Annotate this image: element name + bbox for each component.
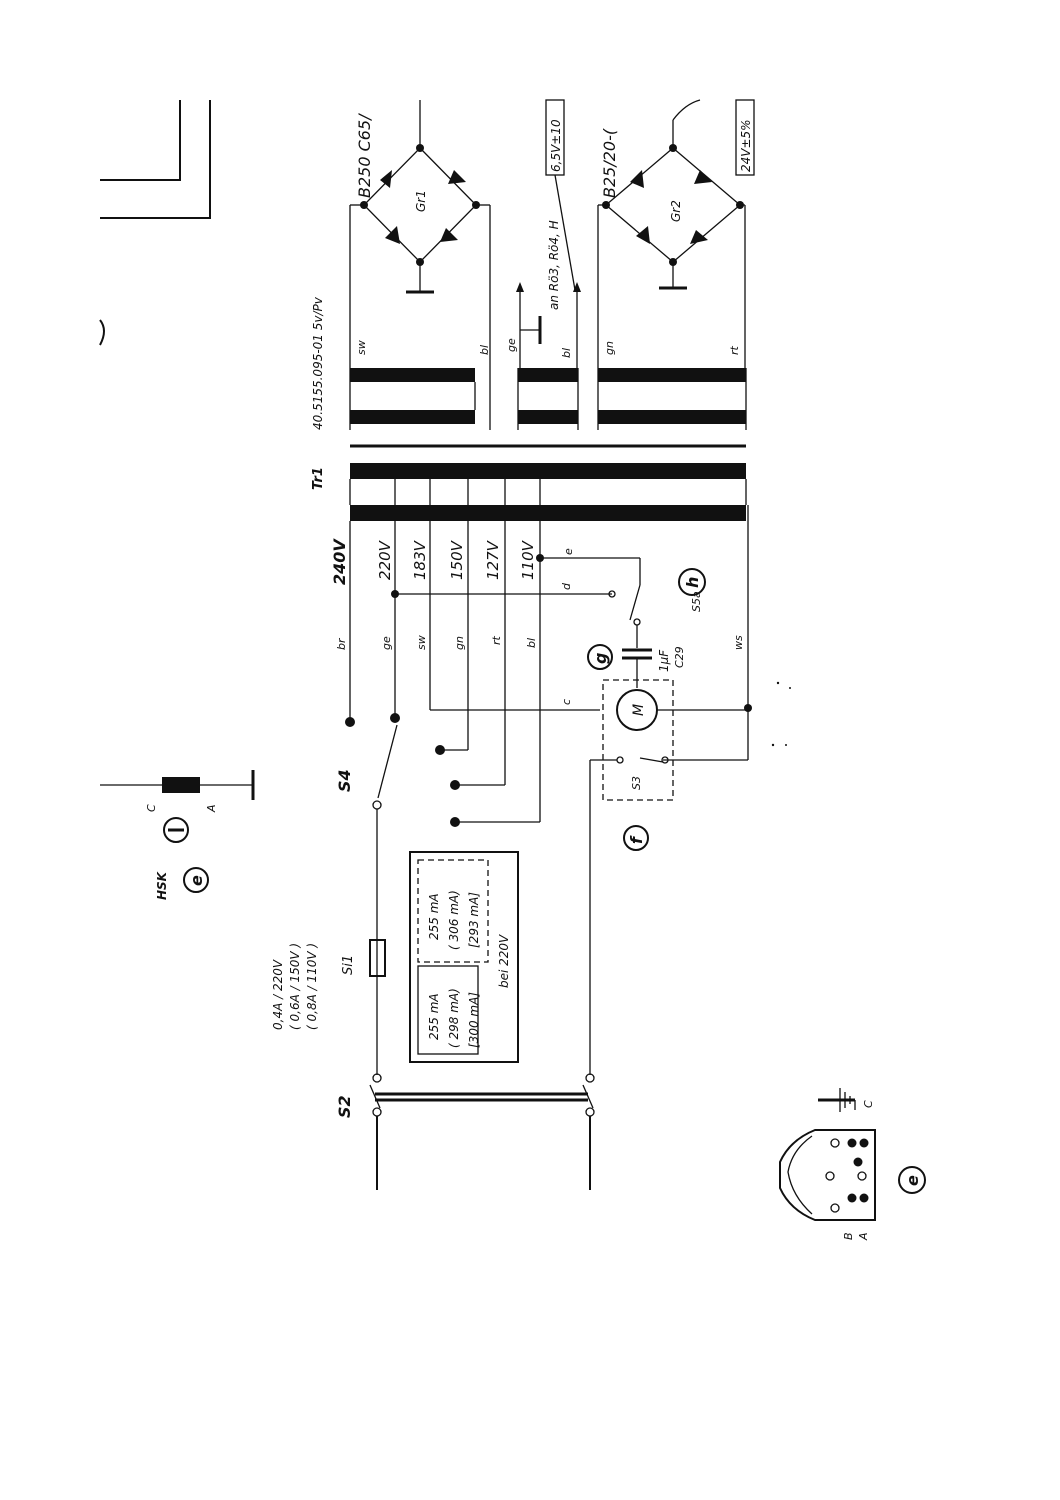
cap-ref-label: C29 (673, 646, 686, 668)
fuse-rating-150v: ( 0,6A / 150V ) (288, 943, 302, 1030)
s5a-label: S5a (690, 591, 703, 612)
wire-color-br: br (335, 637, 348, 650)
s2-label: S2 (335, 1095, 354, 1118)
connector-pin-a: A (857, 1232, 870, 1241)
tap-letter-e: e (562, 548, 575, 555)
sec-color-5: gn (603, 341, 616, 355)
gr1-label: Gr1 (414, 190, 428, 212)
marker-f: f (623, 825, 649, 851)
wire-color-rt: rt (490, 635, 503, 645)
secondary-wire-labels: sw bl ge bl gn rt (355, 338, 741, 358)
marker-e-bottom-label: e (903, 1175, 922, 1186)
cap-value-label: 1µF (657, 649, 671, 672)
primary-tap-wires (345, 521, 641, 827)
current-table: 255 mA ( 306 mA) [293 mA] 255 mA ( 298 m… (409, 851, 519, 1063)
marker-g-label: g (591, 653, 610, 664)
marker-h-label: h (683, 577, 702, 588)
sec-color-1: sw (355, 340, 368, 355)
sec-color-6: rt (728, 345, 741, 355)
fuse-ratings: 0,4A / 220V ( 0,6A / 150V ) ( 0,8A / 110… (271, 943, 319, 1030)
marker-e-top-label: e (187, 875, 206, 886)
current-right-2: ( 306 mA) (447, 890, 461, 950)
motor-capacitor: 1µF C29 (622, 646, 686, 688)
heater-note-label: an Rö3, Rö4, H (547, 220, 561, 310)
si1-label: Si1 (341, 955, 356, 975)
marker-g: g (587, 644, 613, 670)
partial-frame-top-left (99, 100, 211, 346)
tap-110v: 110V (519, 539, 537, 580)
transformer-primary-winding (349, 463, 747, 521)
wire-color-sw: sw (415, 635, 428, 650)
scan-speckles (771, 681, 791, 747)
heater-secondary-leads: an Rö3, Rö4, H (516, 220, 581, 368)
hsk-pin-a: A (205, 804, 218, 813)
tap-240v: 240V (330, 538, 349, 585)
rectifier-bridge-gr1: Gr1 B250 C65/ (349, 100, 491, 430)
current-left-3: [300 mA] (467, 992, 481, 1048)
primary-wire-labels: br ge sw gn rt bl e d c (335, 548, 575, 705)
transformer-ref-label: Tr1 (311, 467, 326, 490)
heater-voltage-box: 6,5V±10 (545, 99, 576, 291)
gr2-label: Gr2 (669, 200, 683, 222)
connector-ground-label: C (862, 1100, 875, 1108)
transformer-part-number: 40.5155.095-01 5v/Pv (311, 296, 325, 430)
current-left-1: 255 mA (427, 993, 441, 1040)
motor-assembly: M S3 ws (589, 505, 752, 1075)
tap-220v: 220V (376, 539, 394, 580)
sec-color-3: ge (505, 338, 518, 352)
wire-color-gn: gn (453, 636, 466, 650)
wire-color-bl: bl (525, 638, 538, 648)
hsk-label: HSK (155, 870, 169, 900)
dc-voltage-label: 24V±5% (739, 119, 753, 172)
s3-label: S3 (630, 776, 643, 790)
current-left-2: ( 298 mA) (447, 988, 461, 1048)
gr1-type-label: B250 C65/ (355, 113, 374, 198)
current-footer: bei 220V (497, 934, 511, 988)
motor-switch-s5a: S5a (608, 584, 703, 648)
sec-color-4: bl (560, 348, 573, 358)
fuse-rating-220v: 0,4A / 220V (271, 959, 285, 1030)
tap-127v: 127V (484, 539, 502, 580)
sec-color-2: bl (478, 345, 491, 355)
motor-symbol: M (631, 704, 647, 716)
marker-h: h (678, 568, 706, 596)
voltage-selector-s4: S4 (335, 724, 398, 940)
wire-color-ge: ge (380, 636, 393, 650)
tap-letter-d: d (560, 582, 573, 590)
fuse-si1: Si1 (341, 939, 386, 1075)
dc-voltage-box: 24V±5% (735, 99, 755, 176)
marker-f-label: f (627, 835, 646, 844)
tap-letter-c: c (560, 699, 573, 705)
tap-183v: 183V (411, 539, 429, 580)
current-right-3: [293 mA] (467, 892, 481, 948)
s4-label: S4 (335, 769, 354, 792)
fuse-rating-110v: ( 0,8A / 110V ) (305, 943, 319, 1030)
heater-voltage-label: 6,5V±10 (549, 119, 563, 172)
tube-socket-connector: C B A e (779, 1088, 926, 1241)
tap-150v: 150V (448, 539, 466, 580)
transformer-secondary-windings (349, 368, 747, 448)
gr2-type-label: B25/20-( (600, 128, 619, 198)
motor-ground-wire-label: ws (732, 635, 745, 650)
hsk-pin-c: C (145, 804, 158, 812)
current-right-1: 255 mA (427, 893, 441, 940)
hsk-component: C A e HSK (100, 770, 255, 900)
rectifier-bridge-gr2: Gr2 B25/20-( (597, 99, 746, 368)
mains-switch-s2: S2 (335, 1073, 595, 1190)
connector-pin-b: B (842, 1232, 855, 1240)
tap-voltage-labels: 240V 220V 183V 150V 127V 110V (330, 538, 537, 585)
